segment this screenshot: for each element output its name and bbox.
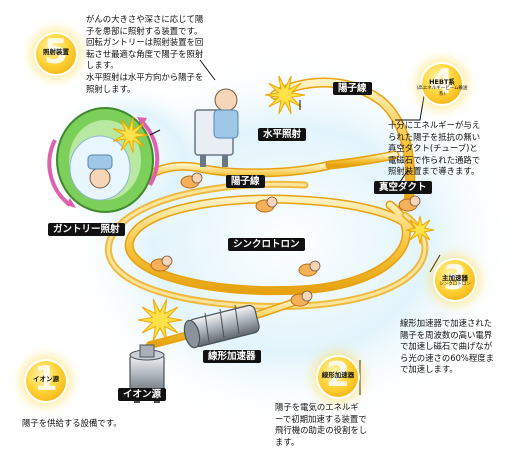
- step-3-number: 3: [443, 258, 467, 298]
- step-3-subtitle: シンクロトロン: [439, 282, 471, 287]
- proton-character-icon: [298, 260, 321, 277]
- step-5-badge: 5 照射装置: [36, 32, 76, 74]
- proton-character-icon: [150, 255, 173, 272]
- step-2-number: 2: [326, 355, 350, 395]
- step-2-description: 陽子を電気のエネルギ ーで初期加速する装置で 飛行機の助走の役割をし ます。: [275, 402, 368, 447]
- step-3-badge: 3 主加速器 シンクロトロン: [435, 258, 475, 300]
- label-proton-beam-mid: 陽子線: [226, 175, 265, 188]
- step-4-title: HEBT系: [429, 78, 455, 86]
- starburst-icon: [112, 75, 435, 342]
- label-linac: 線形加速器: [203, 350, 261, 363]
- proton-character-icon: [398, 195, 421, 212]
- proton-character-icon: [290, 290, 313, 307]
- proton-character-icon: [180, 172, 203, 189]
- starburst-icon: [405, 215, 435, 245]
- starburst-icon: [112, 117, 149, 153]
- step-2-title: 線形加速器: [321, 371, 355, 379]
- step-1-description: 陽子を供給する設備です。: [22, 418, 122, 428]
- step-2-badge: 2 線形加速器: [318, 355, 358, 397]
- leader-lines: [149, 59, 441, 395]
- label-proton-beam-top: 陽子線: [333, 82, 372, 95]
- label-gantry-irradiation: ガントリー照射: [48, 223, 125, 236]
- proton-character-icon: [150, 172, 421, 307]
- starburst-icon: [137, 298, 183, 342]
- proton-character-icon: [255, 196, 278, 213]
- step-3-description: 線形加速器で加速された 陽子を周波数の高い電界 で加速し磁石で曲げなが ら光の速…: [400, 318, 494, 375]
- step-1-title: イオン源: [33, 375, 59, 383]
- synchrotron-ring: [104, 180, 429, 310]
- label-synchrotron: シンクロトロン: [228, 238, 305, 251]
- step-1-badge: 1 イオン源: [26, 359, 66, 401]
- step-5-title: 照射装置: [43, 48, 69, 56]
- starburst-icon: [264, 75, 306, 115]
- step-4-badge: 4 HEBT系 (高エネルギービーム輸送系): [416, 62, 468, 104]
- step-4-subtitle: (高エネルギービーム輸送系): [416, 86, 468, 97]
- label-horizontal-irradiation: 水平照射: [258, 128, 307, 141]
- step-1-number: 1: [34, 359, 58, 399]
- beam-transport-line: [130, 77, 416, 210]
- step-4-description: 十分にエネルギーが与え られた陽子を抵抗の無い 真空ダクト(チューブ)と 電磁石…: [388, 120, 481, 177]
- step-4-number: 4: [430, 62, 454, 102]
- step-5-description: がんの大きさや深さに応じて陽 子を患部に照射する装置です。 回転ガントリーは照射…: [86, 14, 204, 94]
- step-3-title: 主加速器: [442, 274, 468, 282]
- step-5-number: 5: [44, 32, 68, 72]
- label-vacuum-duct: 真空ダクト: [374, 181, 432, 194]
- linac-icon: [183, 304, 260, 349]
- label-ion-source: イオン源: [118, 388, 167, 401]
- patient-icon: [194, 88, 239, 167]
